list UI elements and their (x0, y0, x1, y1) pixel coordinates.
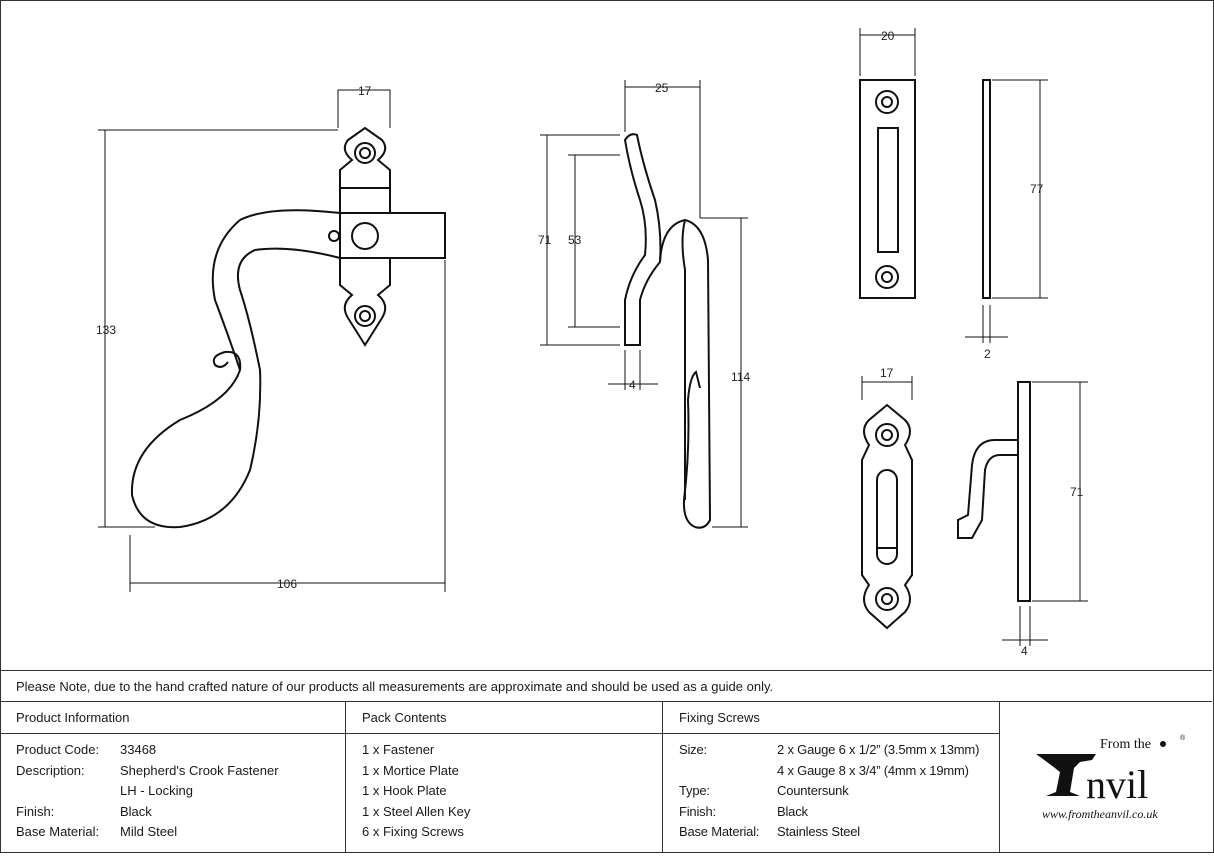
fastener-side-view (623, 133, 712, 529)
dim-fastener-width-top: 17 (358, 84, 372, 98)
info-row: Description: Shepherd's Crook Fastener (16, 761, 345, 782)
screw-value: 4 x Gauge 8 x 3/4” (4mm x 19mm) (777, 762, 969, 778)
info-label: Finish: (16, 803, 55, 819)
pack-item: 1 x Fastener (362, 742, 435, 757)
hook-plate-dimensions (861, 376, 1088, 646)
dim-fastener-width: 106 (277, 577, 297, 591)
fixing-screws-panel: Fixing Screws Size: 2 x Gauge 6 x 1/2” (3… (663, 702, 1000, 852)
screw-label: Size: (679, 742, 707, 757)
pack-contents-panel: Pack Contents 1 x Fastener 1 x Mortice P… (346, 702, 663, 852)
screw-label: Base Material: (679, 824, 760, 839)
anvil-logo-icon: From the nvil ® www.fromtheanvil.co.uk (1036, 734, 1186, 821)
technical-drawing: 17 133 106 71 25 53 4 114 20 77 2 (96, 28, 1088, 658)
dim-side-thickness: 4 (629, 378, 636, 392)
info-label: Description: (16, 762, 85, 778)
dim-side-height-inner: 53 (568, 233, 582, 247)
svg-text:®: ® (1180, 734, 1186, 742)
info-label: Product Code: (16, 742, 100, 757)
info-value: LH - Locking (120, 783, 193, 798)
pack-item: 1 x Hook Plate (362, 783, 447, 798)
dim-hook-plate-thickness: 4 (1021, 644, 1028, 658)
screw-label: Finish: (679, 803, 716, 819)
info-value: Black (120, 803, 152, 819)
screw-value: 2 x Gauge 6 x 1/2” (3.5mm x 13mm) (777, 742, 980, 757)
info-row: Product Code: 33468 (16, 740, 345, 761)
fastener-side-dimensions (540, 80, 748, 528)
product-information-panel: Product Information Product Code: 33468 D… (0, 702, 346, 852)
screw-value: Stainless Steel (777, 824, 860, 839)
product-information-heading: Product Information (0, 702, 345, 734)
dim-hook-plate-height: 71 (1070, 485, 1084, 499)
screw-row: Type: Countersunk (679, 781, 999, 802)
screw-label: Type: (679, 783, 710, 798)
dim-hook-plate-width: 17 (880, 366, 894, 380)
info-row: Finish: Black (16, 802, 345, 823)
screw-value: Countersunk (777, 783, 849, 798)
info-label (16, 781, 120, 802)
fastener-front-view (130, 126, 446, 529)
mortice-plate-dimensions (859, 28, 1048, 343)
mortice-plate-view (859, 79, 991, 299)
info-row: Base Material: Mild Steel (16, 822, 345, 843)
dim-fastener-height: 133 (96, 323, 116, 337)
screw-label (679, 761, 777, 782)
info-value: Shepherd's Crook Fastener (120, 762, 279, 778)
fastener-front-dimensions (98, 89, 446, 592)
pack-item: 1 x Mortice Plate (362, 762, 459, 778)
screw-row: Base Material: Stainless Steel (679, 822, 999, 843)
dim-side-depth: 25 (655, 81, 669, 95)
logo-top-text: From the (1100, 737, 1151, 752)
info-label: Base Material: (16, 824, 100, 839)
info-value: Mild Steel (120, 824, 178, 839)
dim-mortice-thickness: 2 (984, 347, 991, 361)
from-the-anvil-logo: From the nvil ® www.fromtheanvil.co.uk (1000, 702, 1212, 852)
svg-text:nvil: nvil (1086, 762, 1148, 807)
dim-side-length: 114 (731, 370, 750, 384)
screw-row: 4 x Gauge 8 x 3/4” (4mm x 19mm) (679, 761, 999, 782)
pack-item: 6 x Fixing Screws (362, 824, 464, 839)
hook-plate-view (861, 381, 1031, 630)
logo-url: www.fromtheanvil.co.uk (1042, 807, 1158, 821)
screw-value: Black (777, 803, 808, 819)
info-value: 33468 (120, 742, 157, 757)
fixing-screws-heading: Fixing Screws (663, 702, 999, 734)
pack-contents-heading: Pack Contents (346, 702, 662, 734)
dim-mortice-height: 77 (1030, 182, 1044, 196)
screw-row: Finish: Black (679, 802, 999, 823)
pack-item: 1 x Steel Allen Key (362, 803, 471, 819)
screw-row: Size: 2 x Gauge 6 x 1/2” (3.5mm x 13mm) (679, 740, 999, 761)
measurement-note: Please Note, due to the hand crafted nat… (0, 670, 1212, 702)
info-row: LH - Locking (16, 781, 345, 802)
dim-mortice-width: 20 (881, 29, 895, 43)
dim-side-height-outer: 71 (538, 233, 552, 247)
